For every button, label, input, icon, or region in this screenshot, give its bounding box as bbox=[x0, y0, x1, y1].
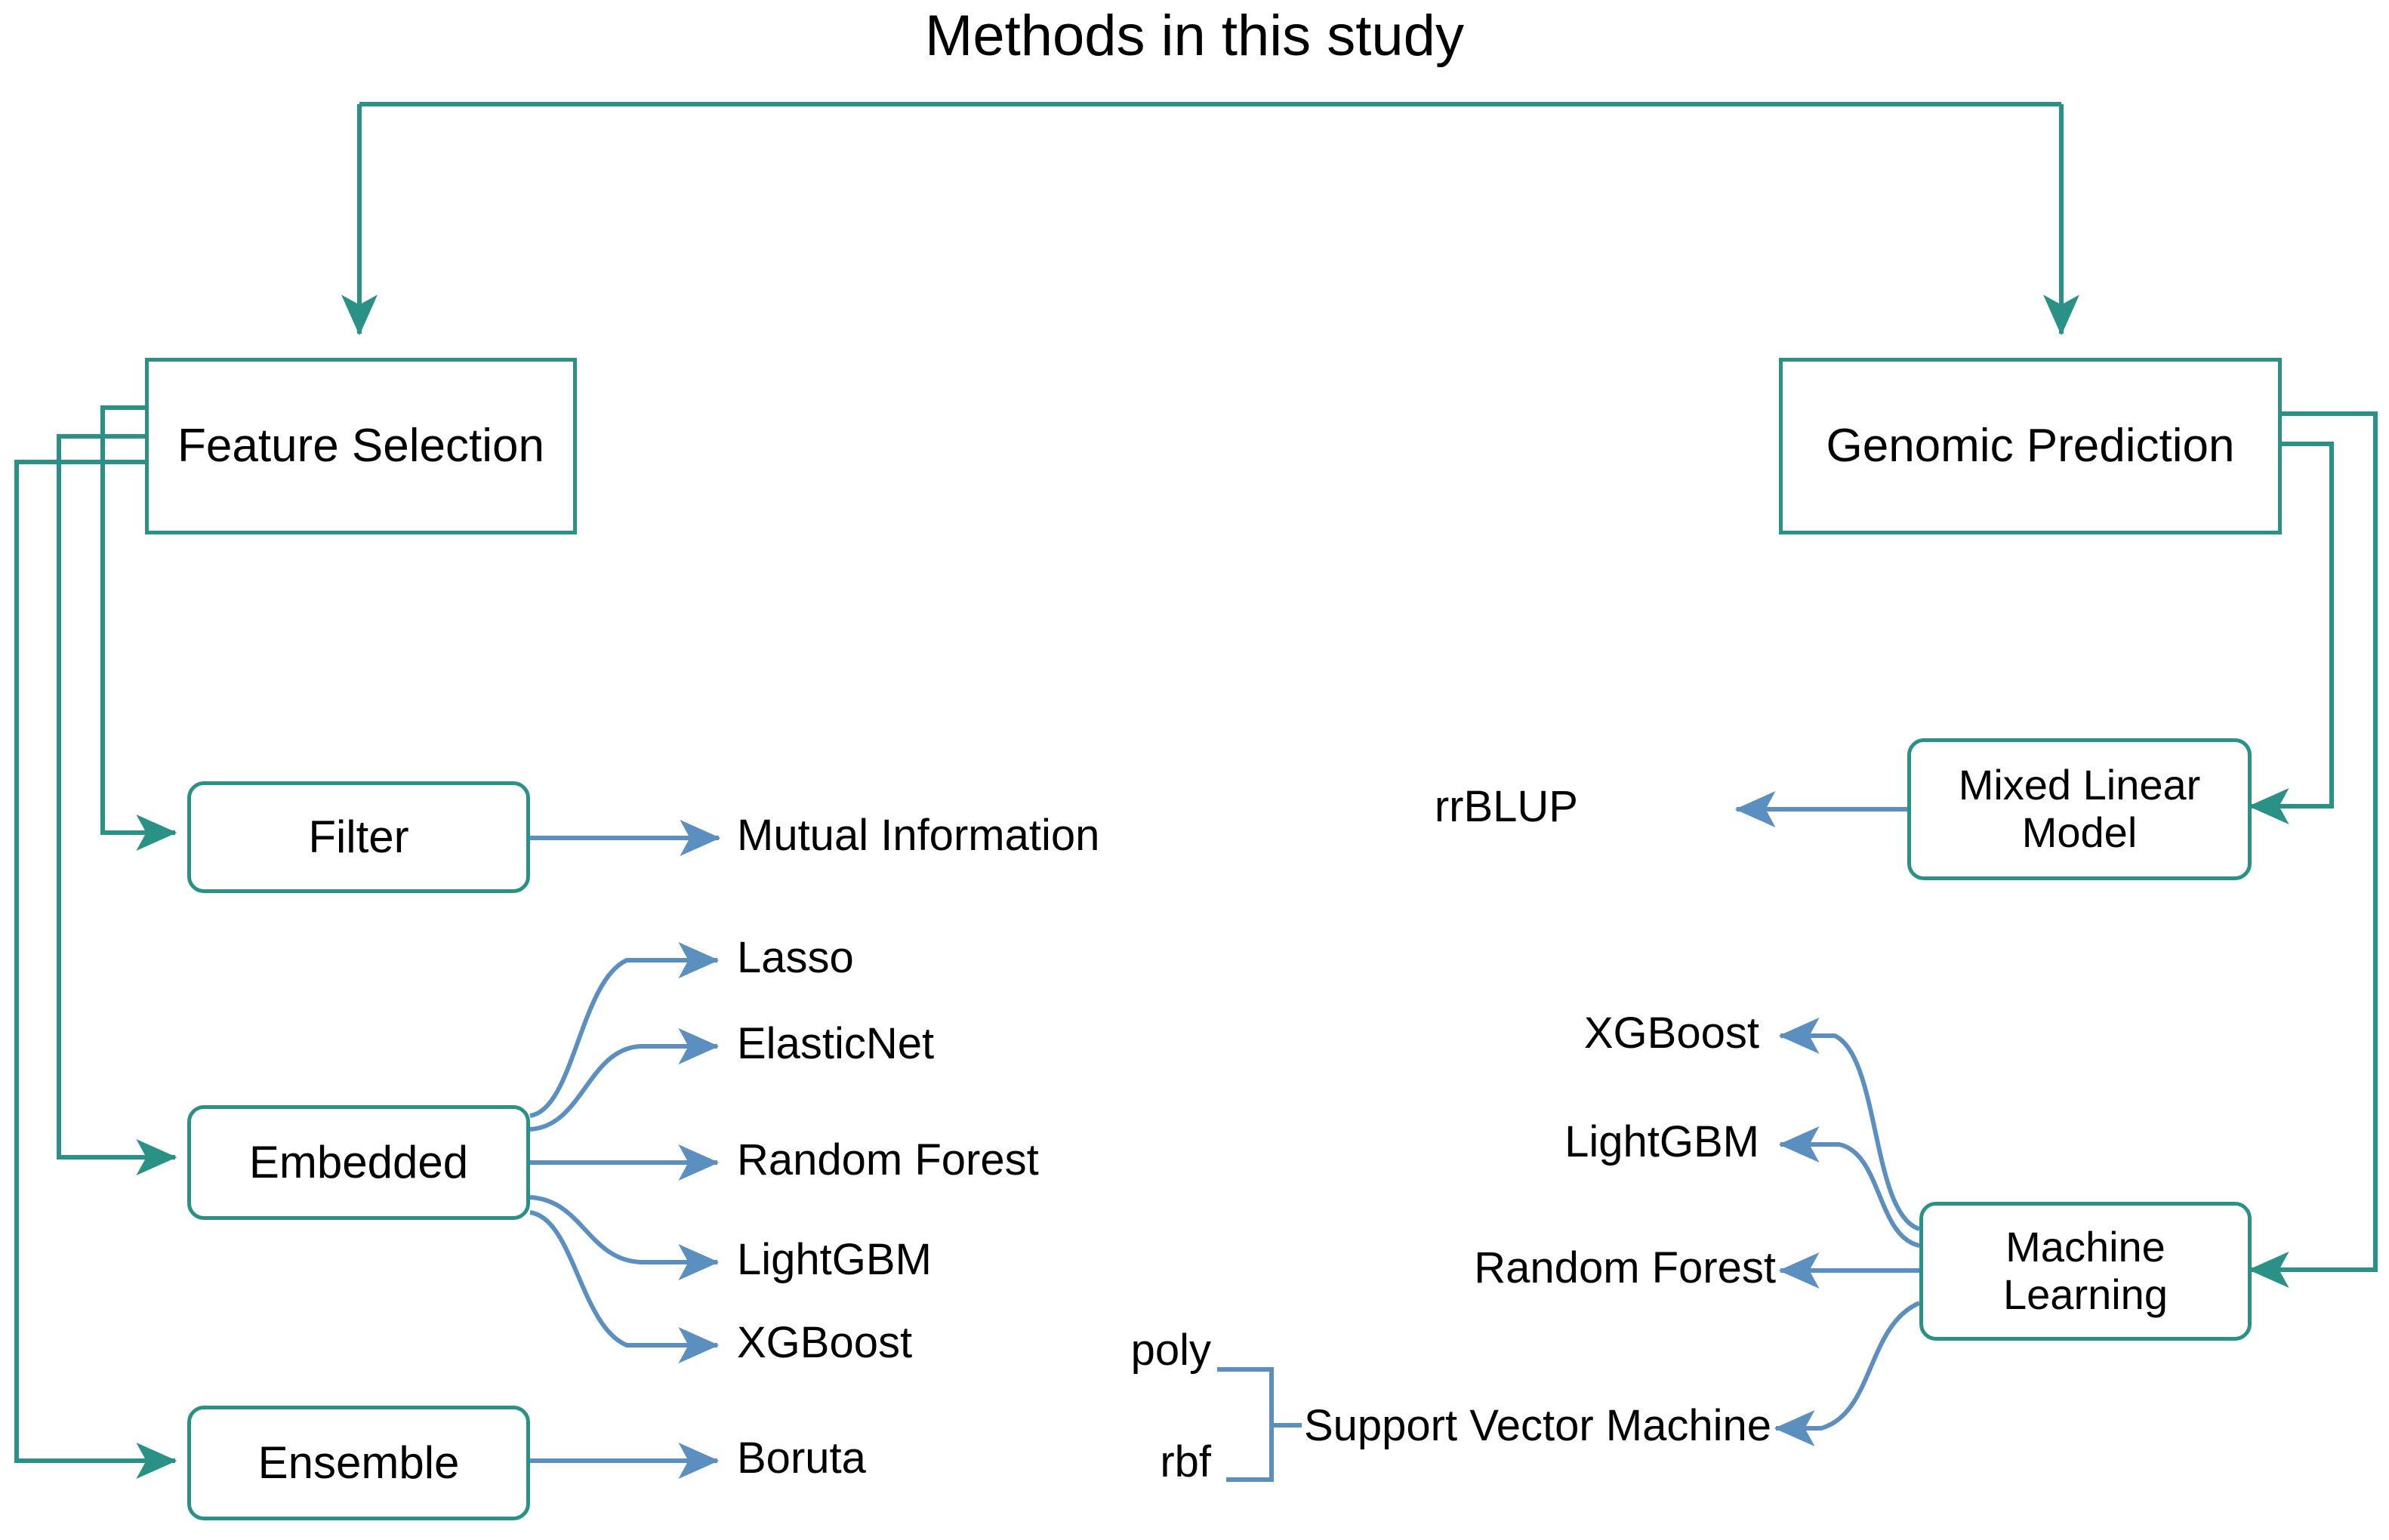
leaf-random-forest-right: Random Forest bbox=[1474, 1243, 1776, 1292]
node-machine-learning-label-line2: Learning bbox=[2003, 1270, 2168, 1318]
leaf-boruta: Boruta bbox=[737, 1434, 866, 1483]
edge-embedded-to-lasso bbox=[529, 942, 720, 1118]
leaf-lightgbm-left: LightGBM bbox=[737, 1235, 932, 1284]
edge-fs-to-embedded bbox=[57, 434, 177, 1175]
edge-embedded-to-xgboost bbox=[529, 1210, 720, 1363]
node-feature-selection-label: Feature Selection bbox=[177, 420, 544, 473]
leaf-rrblup: rrBLUP bbox=[1434, 782, 1578, 831]
node-genomic-prediction[interactable]: Genomic Prediction bbox=[1779, 358, 2282, 534]
leaf-poly: poly bbox=[1130, 1326, 1211, 1375]
leaf-lasso: Lasso bbox=[737, 933, 854, 982]
edge-embedded-to-lightgbm bbox=[529, 1195, 720, 1280]
leaf-mutual-information: Mutual Information bbox=[737, 811, 1100, 860]
node-filter[interactable]: Filter bbox=[187, 781, 530, 893]
leaf-xgboost-left: XGBoost bbox=[737, 1318, 913, 1367]
leaf-support-vector-machine: Support Vector Machine bbox=[1303, 1401, 1771, 1450]
node-embedded[interactable]: Embedded bbox=[187, 1105, 530, 1220]
leaf-lightgbm-right: LightGBM bbox=[1564, 1117, 1759, 1166]
leaf-rbf: rbf bbox=[1160, 1437, 1211, 1486]
node-feature-selection[interactable]: Feature Selection bbox=[145, 358, 577, 534]
page-title: Methods in this study bbox=[925, 4, 1464, 68]
edge-fs-to-ensemble bbox=[14, 460, 177, 1479]
node-machine-learning-label-line1: Machine bbox=[2005, 1223, 2166, 1271]
node-embedded-label: Embedded bbox=[248, 1137, 469, 1188]
edge-ml-to-lightgbm bbox=[1778, 1126, 1920, 1248]
node-mixed-linear-model[interactable]: Mixed Linear Model bbox=[1907, 738, 2252, 880]
edge-svm-kernel-bracket bbox=[1217, 1367, 1274, 1482]
edge-gp-to-machine-learning bbox=[2248, 411, 2378, 1288]
leaf-elasticnet: ElasticNet bbox=[737, 1019, 935, 1068]
edge-embedded-to-elasticnet bbox=[529, 1028, 720, 1132]
node-mixed-linear-model-label-line2: Model bbox=[2021, 808, 2138, 856]
node-mixed-linear-model-label-line1: Mixed Linear bbox=[1958, 761, 2201, 809]
node-genomic-prediction-label: Genomic Prediction bbox=[1826, 420, 2235, 473]
leaf-random-forest-left: Random Forest bbox=[737, 1135, 1039, 1184]
node-ensemble[interactable]: Ensemble bbox=[187, 1406, 530, 1520]
node-filter-label: Filter bbox=[308, 812, 409, 863]
node-machine-learning[interactable]: Machine Learning bbox=[1919, 1202, 2252, 1341]
edge-ml-to-xgboost bbox=[1778, 1018, 1921, 1231]
leaf-xgboost-right: XGBoost bbox=[1583, 1009, 1759, 1058]
node-ensemble-label: Ensemble bbox=[257, 1437, 460, 1489]
edge-ml-to-support-vector-machine bbox=[1774, 1301, 1921, 1446]
